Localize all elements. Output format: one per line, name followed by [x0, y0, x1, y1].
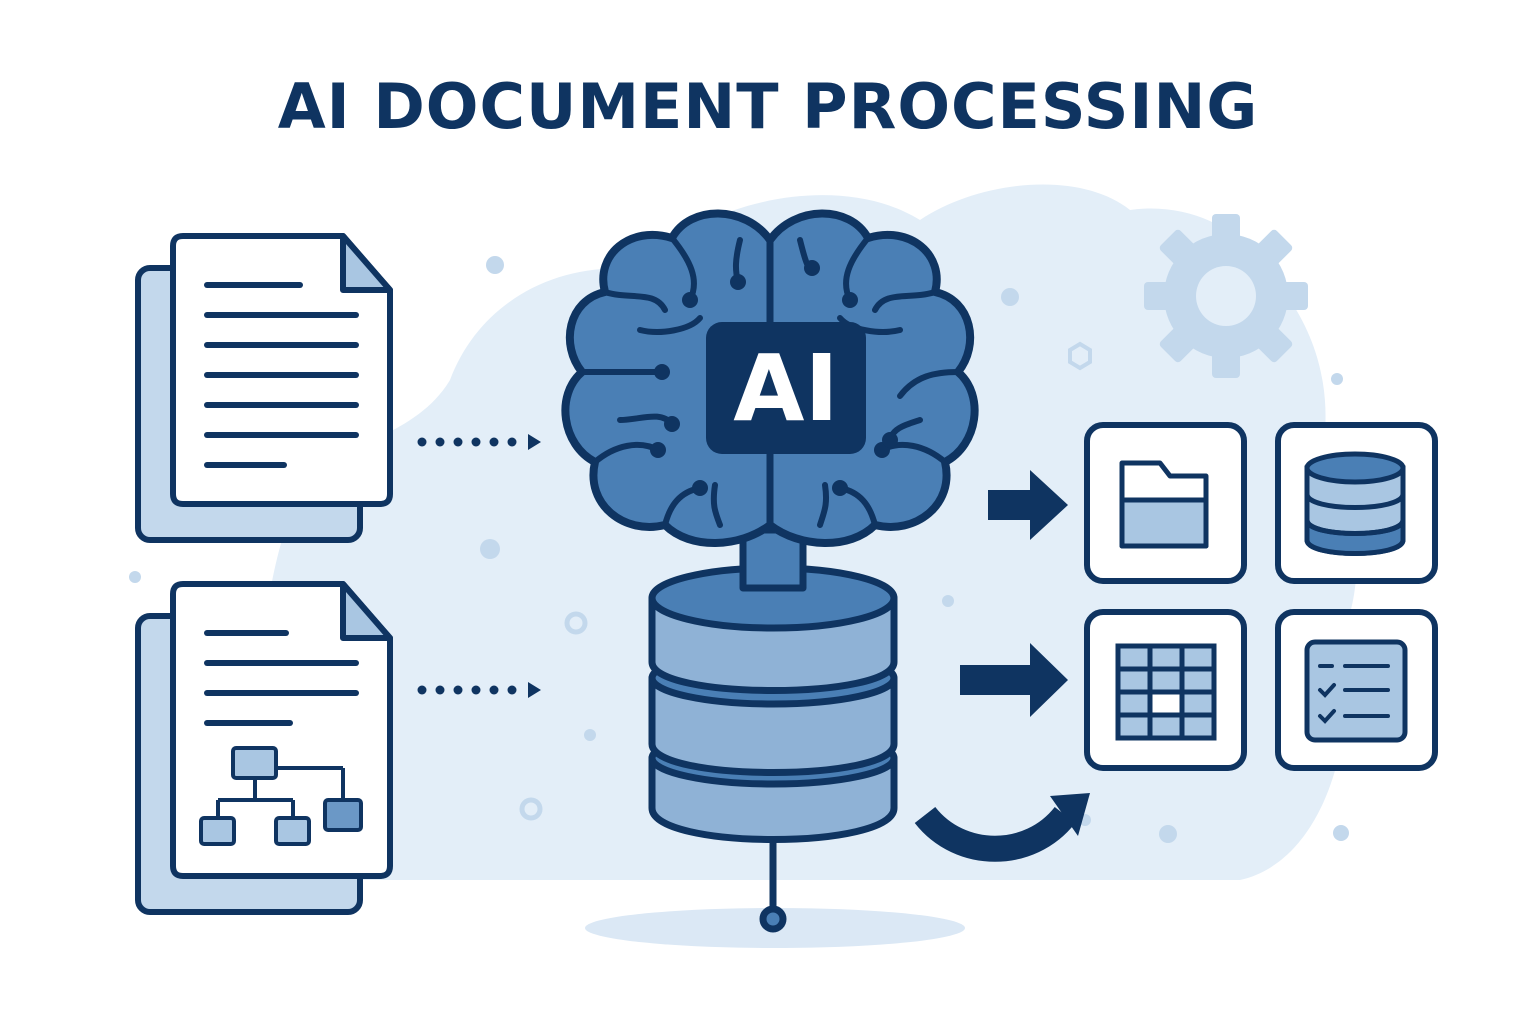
database-icon [648, 526, 898, 933]
curved-arrow [914, 793, 1090, 862]
folder-icon [1119, 460, 1209, 549]
ai-badge [706, 322, 866, 454]
flowchart-graphic [216, 766, 345, 818]
output-card-database [1275, 422, 1438, 584]
dotted-arrow-top [417, 434, 541, 450]
output-card-table [1084, 609, 1247, 771]
text-document-icon [135, 233, 393, 543]
arrow-right-top [988, 470, 1068, 540]
ai-badge-label: AI [733, 335, 838, 442]
database-icon [1304, 451, 1406, 556]
output-card-checklist [1275, 609, 1438, 771]
ai-brain-icon: AI [561, 209, 979, 547]
diagram-document-icon [135, 581, 393, 915]
arrow-right-middle [960, 643, 1068, 717]
checklist-icon [1304, 639, 1408, 743]
gear-icon [1144, 214, 1308, 378]
table-grid-icon [1115, 643, 1217, 741]
output-card-folder [1084, 422, 1247, 584]
page-title: AI DOCUMENT PROCESSING [277, 70, 1259, 143]
dotted-arrow-bottom [417, 682, 541, 698]
decorative-dots [129, 256, 1349, 843]
document-text-lines [204, 282, 359, 468]
